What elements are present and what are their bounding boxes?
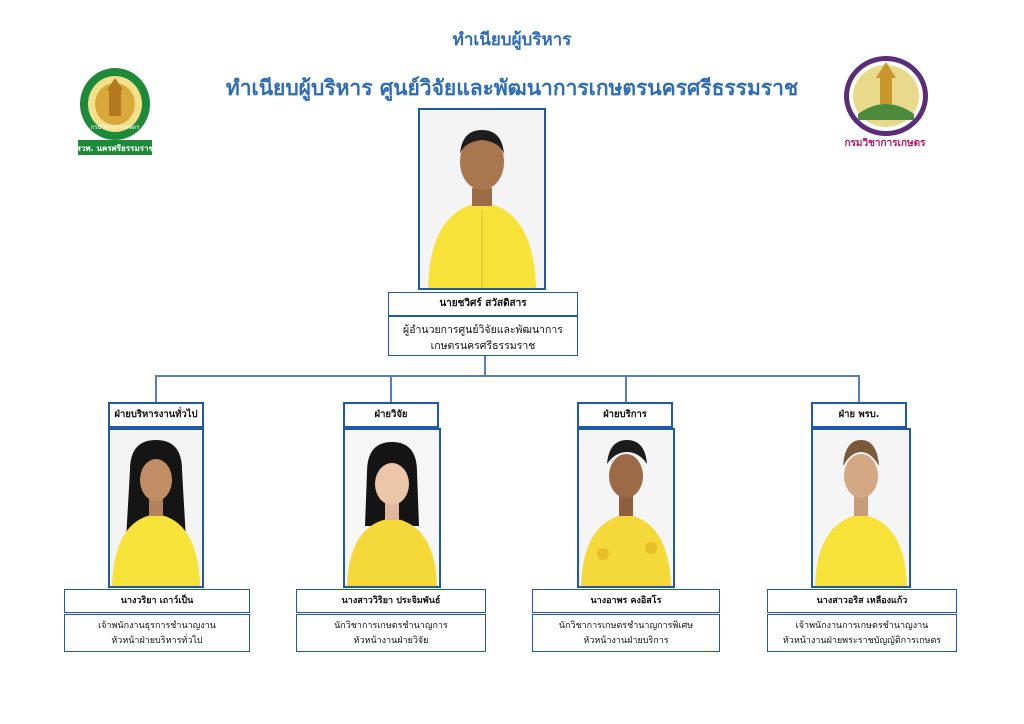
dept-2-title-line1: นักวิชาการเกษตรชำนาญการ: [334, 621, 448, 631]
connector-trunk: [484, 356, 486, 376]
connector-drop-1: [155, 375, 157, 403]
dept-1-title-line2: หัวหน้าฝ่ายบริหารทั่วไป: [111, 636, 203, 646]
page-heading: ทำเนียบผู้บริหาร: [452, 30, 572, 50]
dept-1-name: นางวริยา เถาว์เป็น: [64, 589, 250, 613]
director-title-line2: เกษตรนครศรีธรรมราช: [430, 340, 536, 352]
dept-4-name: นางสาวอริส เหลืองแก้ว: [767, 589, 957, 613]
dept-tab-general-admin: ฝ่ายบริหารงานทั่วไป: [108, 402, 204, 428]
connector-drop-2: [390, 375, 392, 403]
dept-3-name: นางอาพร คงอิสโร: [532, 589, 720, 613]
dept-1-title: เจ้าพนักงานธุรการชำนาญงาน หัวหน้าฝ่ายบริ…: [64, 614, 250, 652]
dept-2-title-line2: หัวหน้างานฝ่ายวิจัย: [353, 636, 429, 646]
dept-3-title: นักวิชาการเกษตรชำนาญการพิเศษ หัวหน้างานฝ…: [532, 614, 720, 652]
dept-3-title-line2: หัวหน้างานฝ่ายบริการ: [583, 636, 669, 646]
dept-2-title: นักวิชาการเกษตรชำนาญการ หัวหน้างานฝ่ายวิ…: [296, 614, 486, 652]
dept-tab-research: ฝ่ายวิจัย: [343, 402, 439, 428]
dept-2-name: นางสาววิริยา ประจิมพันธ์: [296, 589, 486, 613]
dept-4-title: เจ้าพนักงานการเกษตรชำนาญงาน หัวหน้างานฝ่…: [767, 614, 957, 652]
dept-1-title-line1: เจ้าพนักงานธุรการชำนาญงาน: [98, 621, 216, 631]
center-logo: สวพ. นครศรีธรรมราช กรมวิชาการเกษตร: [76, 66, 154, 158]
department-logo-text: กรมวิชาการเกษตร: [844, 138, 926, 149]
connector-drop-4: [858, 375, 860, 403]
connector-drop-3: [625, 375, 627, 403]
dept-4-title-line2: หัวหน้างานฝ่ายพระราชบัญญัติการเกษตร: [782, 636, 942, 646]
dept-4-title-line1: เจ้าพนักงานการเกษตรชำนาญงาน: [795, 621, 929, 631]
center-logo-ring-text: กรมวิชาการเกษตร: [90, 124, 140, 131]
dept-2-photo: [343, 428, 441, 588]
dept-tab-services: ฝ่ายบริการ: [577, 402, 673, 428]
director-title-line1: ผู้อำนวยการศูนย์วิจัยและพัฒนาการ: [403, 324, 563, 336]
connector-horizontal: [155, 375, 860, 377]
director-title: ผู้อำนวยการศูนย์วิจัยและพัฒนาการ เกษตรนค…: [388, 316, 578, 356]
dept-4-photo: [811, 428, 911, 588]
director-photo: [418, 108, 546, 290]
dept-3-title-line1: นักวิชาการเกษตรชำนาญการพิเศษ: [558, 621, 694, 631]
dept-tab-acts: ฝ่าย พรบ.: [811, 402, 907, 428]
director-name: นายชวิศร์ สวัสดิสาร: [388, 292, 578, 316]
department-logo: [838, 54, 934, 164]
center-logo-text: สวพ. นครศรีธรรมราช: [76, 144, 154, 153]
page-title: ทำเนียบผู้บริหาร ศูนย์วิจัยและพัฒนาการเก…: [225, 76, 799, 100]
dept-1-photo: [108, 428, 204, 588]
dept-3-photo: [577, 428, 675, 588]
